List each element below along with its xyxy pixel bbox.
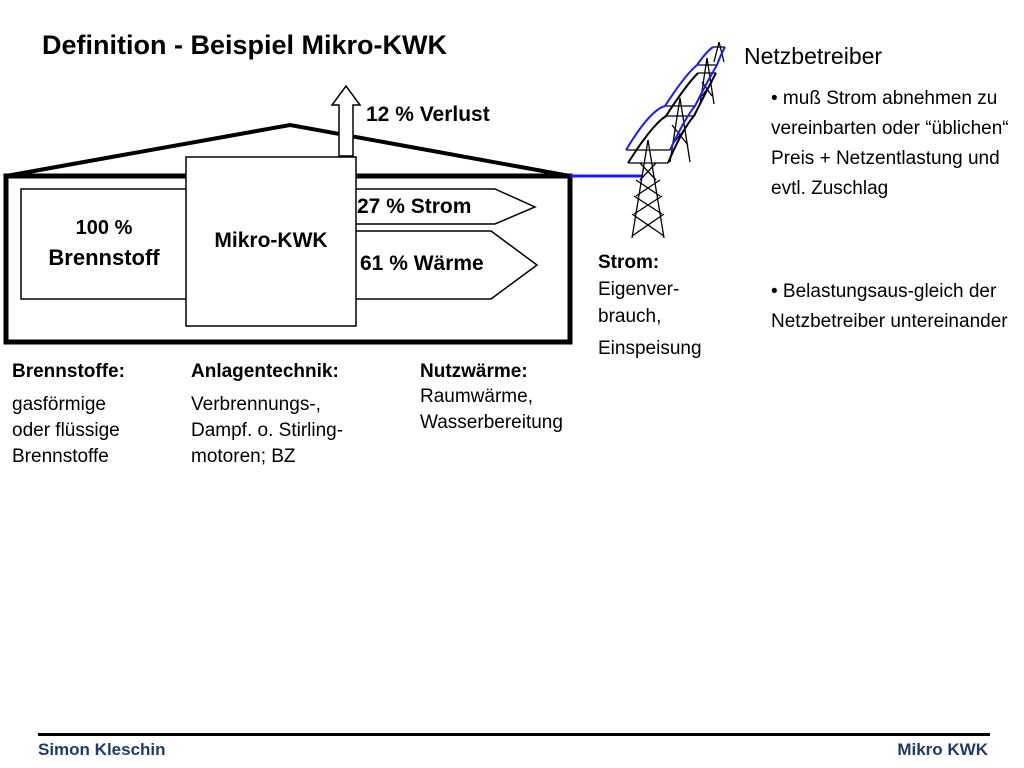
fuel-input-box: [20, 188, 188, 300]
power-cables: [625, 46, 726, 164]
fuel-name: Brennstoff: [48, 245, 160, 270]
chp-unit-box: [185, 156, 357, 327]
electricity-usage-line: brauch,: [598, 306, 662, 327]
column-fuels-text: gasförmige oder flüssige Brennstoffe: [12, 392, 125, 470]
grid-operator-bullet-2: • Belastungsaus-gleich der Netzbetreiber…: [771, 281, 1008, 332]
loss-arrow: [330, 84, 362, 157]
column-line: gasförmige: [12, 394, 106, 415]
footer-divider: [38, 733, 990, 736]
page-title: Definition - Beispiel Mikro-KWK: [42, 30, 447, 60]
heat-label: 61 % Wärme: [360, 252, 484, 275]
column-technology-heading: Anlagentechnik:: [191, 361, 339, 382]
footer-topic: Mikro KWK: [897, 740, 988, 759]
grid-operator-heading: Netzbetreiber: [744, 43, 883, 69]
column-useful-heat: Nutzwärme: Raumwärme, Wasserbereitung: [420, 361, 563, 436]
column-useful-heat-text: Raumwärme, Wasserbereitung: [420, 384, 563, 436]
column-line: oder flüssige: [12, 420, 120, 441]
column-line: Brennstoffe: [12, 446, 109, 467]
electricity-usage-heading: Strom:: [598, 252, 660, 273]
house-outline: [5, 122, 571, 178]
fuel-input-label: 100 % Brennstoff: [21, 213, 187, 273]
column-technology-text: Verbrennungs-, Dampf. o. Stirling- motor…: [191, 392, 343, 470]
column-line: Wasserbereitung: [420, 412, 563, 433]
column-fuels: Brennstoffe: gasförmige oder flüssige Br…: [12, 361, 125, 470]
column-technology: Anlagentechnik: Verbrennungs-, Dampf. o.…: [191, 361, 343, 470]
column-line: Raumwärme,: [420, 386, 533, 407]
electricity-usage-line: Eigenver-: [598, 279, 680, 300]
column-line: Verbrennungs-,: [191, 394, 321, 415]
grid-operator-bullet-1: • muß Strom abnehmen zu vereinbarten ode…: [771, 88, 1009, 199]
electricity-usage: Strom: Eigenver- brauch, Einspeisung: [598, 249, 702, 362]
column-fuels-heading: Brennstoffe:: [12, 361, 125, 382]
electricity-usage-line: Einspeisung: [598, 338, 702, 359]
column-line: motoren; BZ: [191, 446, 296, 467]
electricity-label: 27 % Strom: [357, 195, 472, 218]
column-line: Dampf. o. Stirling-: [191, 420, 344, 441]
fuel-percent: 100 %: [75, 217, 133, 239]
column-useful-heat-heading: Nutzwärme:: [420, 361, 528, 382]
loss-label: 12 % Verlust: [366, 103, 490, 126]
chp-unit-label: Mikro-KWK: [214, 229, 328, 252]
footer-author: Simon Kleschin: [38, 740, 166, 759]
